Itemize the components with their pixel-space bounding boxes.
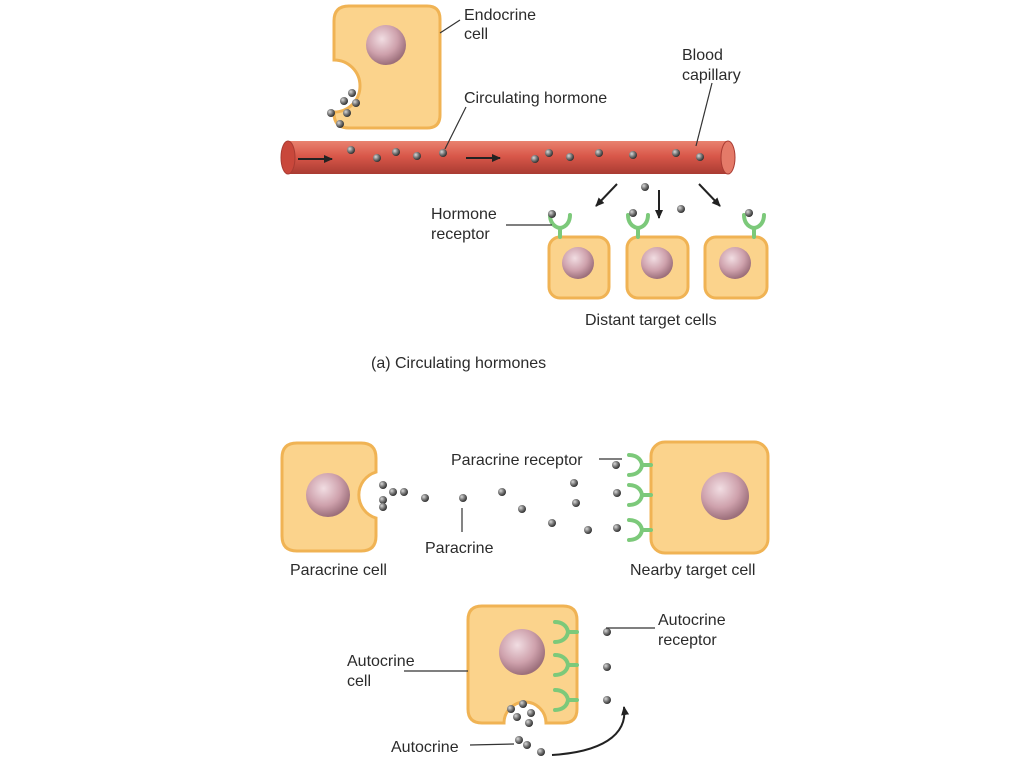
paracrine-cell-label: Paracrine cell [290, 562, 387, 579]
paracrine-cell [280, 441, 378, 553]
caption-a: (a) Circulating hormones [371, 355, 546, 372]
circulating-hormone-molecules [347, 146, 704, 163]
autocrine-receptor-label-line1: Autocrine [658, 612, 726, 629]
diffusion-arrow-right [698, 183, 721, 207]
endocrine-nucleus [366, 25, 406, 65]
blood-capillary-label-line2: capillary [682, 67, 741, 84]
blood-capillary-label-line1: Blood [682, 47, 723, 64]
distant-target-cells-label: Distant target cells [585, 312, 717, 329]
leader-lines-paracrine [461, 458, 622, 532]
distant-target-cell-1 [547, 210, 611, 300]
blood-capillary [280, 140, 736, 175]
diffusing-hormones [641, 183, 685, 213]
endocrine-cell-label-line1: Endocrine [464, 7, 536, 24]
leader-lines-autocrine [404, 627, 655, 746]
endocrine-secreted-hormones [327, 89, 360, 128]
leader-lines-a [439, 19, 713, 226]
paracrine-molecules [379, 461, 621, 534]
autocrine-label: Autocrine [391, 739, 459, 756]
paracrine-label: Paracrine [425, 540, 494, 557]
autocrine-cell-label-line2: cell [347, 673, 371, 690]
hormone-receptor-label-line2: receptor [431, 226, 490, 243]
distant-target-cell-2 [625, 209, 690, 300]
distant-target-cell-3 [703, 209, 769, 300]
diffusion-arrow-left [595, 183, 618, 207]
hormone-receptor-label-line1: Hormone [431, 206, 497, 223]
endocrine-cell-label-line2: cell [464, 26, 488, 43]
autocrine-receptor-label-line2: receptor [658, 632, 717, 649]
endocrine-cell [332, 4, 442, 130]
circulating-hormone-label: Circulating hormone [464, 90, 607, 107]
paracrine-receptor-label: Paracrine receptor [451, 452, 583, 469]
autocrine-molecules [507, 628, 611, 756]
nearby-target-cell-label: Nearby target cell [630, 562, 755, 579]
nearby-target-cell [627, 440, 770, 555]
autocrine-cell [466, 604, 579, 725]
autocrine-return-arrow [551, 706, 630, 756]
autocrine-cell-label-line1: Autocrine [347, 653, 415, 670]
